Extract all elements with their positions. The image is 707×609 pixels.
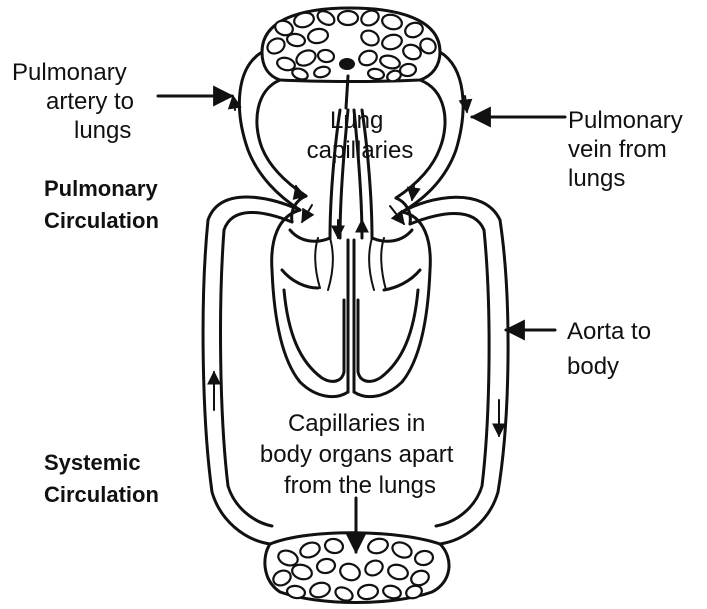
lung-capillaries-label: Lung capillaries [307, 107, 414, 164]
aorta-label: Aorta to body [567, 318, 658, 380]
capillary-cell [359, 8, 381, 28]
pulmonary-circulation-label: Pulmonary Circulation [44, 176, 164, 233]
pulmonary-vein-label: Pulmonary vein from lungs [568, 107, 689, 192]
capillary-cell [390, 539, 414, 560]
capillary-cell [333, 585, 354, 603]
capillary-cell [382, 584, 402, 600]
capillary-cell [298, 540, 322, 560]
capillary-cell [309, 581, 332, 600]
capillary-cell [286, 33, 306, 48]
capillary-cell [379, 54, 401, 71]
lung-center-dot [339, 58, 355, 70]
capillary-cell [357, 48, 379, 67]
capillary-cell [265, 35, 288, 56]
capillary-cell [316, 558, 336, 575]
capillary-cell [381, 33, 404, 52]
lung-capillaries-pointer [346, 76, 348, 108]
capillary-cell [409, 568, 431, 587]
capillary-cell [387, 563, 410, 582]
capillary-cell [359, 28, 381, 48]
lung-capillary-cells [265, 8, 439, 83]
capillary-cell [414, 550, 434, 567]
capillary-cell [294, 47, 318, 68]
capillary-cell [286, 585, 306, 600]
pulmonary-artery-label: Pulmonary artery to lungs [12, 59, 141, 144]
capillary-cell [291, 563, 314, 582]
body-capillary-cells [271, 537, 434, 604]
capillary-cell [381, 13, 404, 32]
capillary-cell [367, 537, 390, 556]
capillary-cell [313, 65, 331, 79]
capillary-cell [324, 538, 344, 555]
capillary-cell [338, 561, 362, 583]
body-capillaries-label: Capillaries in body organs apart from th… [260, 410, 460, 499]
lung-capillary-bed [262, 8, 440, 83]
capillary-cell [367, 68, 384, 81]
capillary-cell [317, 49, 335, 64]
capillary-cell [338, 11, 358, 25]
systemic-circulation-label: Systemic Circulation [44, 450, 159, 507]
capillary-cell [307, 27, 329, 44]
capillary-cell [363, 558, 385, 578]
capillary-cell [357, 583, 379, 600]
